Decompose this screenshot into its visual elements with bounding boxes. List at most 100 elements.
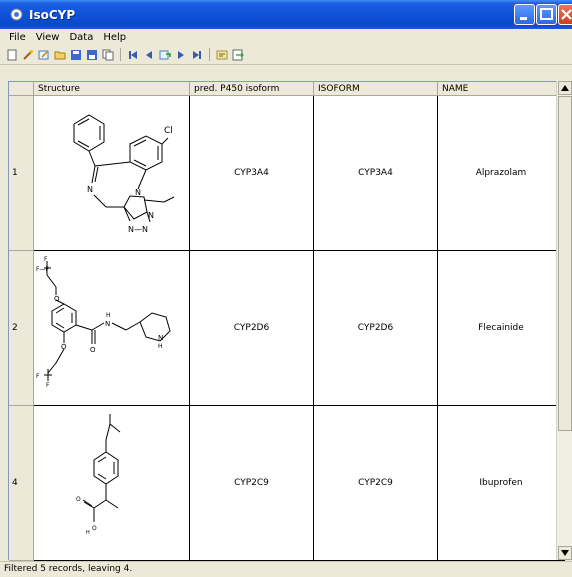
- name-cell[interactable]: Flecainide: [438, 251, 565, 406]
- prev-icon: [146, 50, 152, 59]
- isoform-cell[interactable]: CYP3A4: [314, 96, 438, 251]
- atom-o-carbonyl: O: [90, 346, 96, 354]
- arrow-down-icon: [561, 550, 569, 556]
- last-record-button[interactable]: [191, 49, 203, 61]
- filter-icon: [216, 50, 228, 59]
- save-as-icon: [87, 49, 97, 60]
- phenyl-ring: [73, 114, 105, 152]
- isoform-cell[interactable]: CYP2C9: [314, 406, 438, 561]
- folder-icon: [54, 51, 66, 59]
- save-button[interactable]: [70, 49, 82, 61]
- toolbar-separator: [120, 48, 121, 61]
- name-cell[interactable]: Alprazolam: [438, 96, 565, 251]
- export-button[interactable]: [232, 49, 244, 61]
- vertical-scrollbar[interactable]: [556, 81, 572, 560]
- triazole-ring: [123, 195, 148, 220]
- title-bar[interactable]: IsoCYP: [0, 0, 572, 29]
- structure-cell-alprazolam[interactable]: Cl N N N N—N: [34, 96, 190, 251]
- minimize-button[interactable]: [514, 4, 535, 25]
- isoform-cell[interactable]: CYP2D6: [314, 251, 438, 406]
- atom-h-hydroxyl: H: [86, 530, 90, 536]
- corner-cell: [9, 82, 34, 96]
- last-icon: [193, 50, 201, 59]
- pred-isoform-cell[interactable]: CYP2D6: [190, 251, 314, 406]
- first-record-button[interactable]: [127, 49, 139, 61]
- menu-view[interactable]: View: [35, 31, 60, 43]
- menu-file[interactable]: File: [9, 31, 26, 43]
- row-header-4[interactable]: 4: [9, 406, 34, 561]
- wand-icon: [23, 49, 33, 60]
- name-cell[interactable]: Ibuprofen: [438, 406, 565, 561]
- open-button[interactable]: [54, 49, 66, 61]
- edit-button[interactable]: [38, 49, 50, 61]
- alprazolam-structure: Cl N N N N—N: [73, 114, 175, 234]
- atom-h-ring: H: [158, 343, 163, 350]
- arrow-up-icon: [561, 85, 569, 91]
- atom-o-ether-2: O: [61, 343, 67, 351]
- copy-button[interactable]: [102, 49, 114, 61]
- atom-n-ring: N: [158, 334, 163, 342]
- atom-n2: N: [135, 188, 141, 197]
- status-bar: Filtered 5 records, leaving 4.: [0, 561, 572, 576]
- insert-icon: [159, 50, 171, 59]
- col-header-name[interactable]: NAME: [438, 82, 565, 96]
- scroll-up-button[interactable]: [558, 81, 572, 95]
- edit-icon: [38, 50, 49, 59]
- atom-n1: N: [87, 185, 93, 194]
- maximize-icon: [540, 8, 553, 20]
- save-icon: [71, 49, 81, 60]
- benzene-ring: [93, 451, 119, 485]
- wand-button[interactable]: [22, 49, 34, 61]
- chlorobenzene-ring: [129, 135, 163, 171]
- first-icon: [129, 50, 137, 59]
- structure-cell-flecainide[interactable]: F F—F O O N H N H O F F: [34, 251, 190, 406]
- row-header-2[interactable]: 2: [9, 251, 34, 406]
- new-button[interactable]: [6, 49, 18, 61]
- ibuprofen-structure: O O H: [76, 414, 121, 536]
- data-grid: Structure pred. P450 isoform ISOFORM NAM…: [8, 81, 565, 561]
- atom-f-top-2: F—F: [36, 266, 49, 273]
- toolbar: [0, 45, 572, 65]
- next-icon: [178, 50, 184, 59]
- atom-f-bottom-2: F: [46, 382, 50, 389]
- row-header-1[interactable]: 1: [9, 96, 34, 251]
- new-file-icon: [7, 49, 17, 60]
- atom-n-amide: N: [105, 320, 110, 328]
- close-button[interactable]: [558, 4, 572, 25]
- grid-header: Structure pred. P450 isoform ISOFORM NAM…: [9, 82, 565, 96]
- atom-n3: N: [148, 211, 154, 220]
- insert-record-button[interactable]: [159, 49, 171, 61]
- atom-cl: Cl: [164, 126, 173, 136]
- next-record-button[interactable]: [175, 49, 187, 61]
- close-icon: [561, 9, 572, 20]
- save-as-button[interactable]: [86, 49, 98, 61]
- app-icon: [10, 8, 23, 21]
- toolbar-separator-2: [209, 48, 210, 61]
- menu-help[interactable]: Help: [103, 31, 127, 43]
- menu-bar: File View Data Help: [0, 29, 572, 45]
- atom-f-top: F: [44, 256, 48, 263]
- pred-isoform-cell[interactable]: CYP3A4: [190, 96, 314, 251]
- minimize-icon: [520, 17, 527, 20]
- col-header-structure[interactable]: Structure: [34, 82, 190, 96]
- prev-record-button[interactable]: [143, 49, 155, 61]
- maximize-button[interactable]: [536, 4, 557, 25]
- structure-cell-ibuprofen[interactable]: O O H: [34, 406, 190, 561]
- piperidine-ring: [139, 312, 171, 342]
- window-title: IsoCYP: [29, 7, 76, 22]
- pred-isoform-cell[interactable]: CYP2C9: [190, 406, 314, 561]
- atom-o-carbonyl: O: [76, 496, 81, 503]
- flecainide-structure: F F—F O O N H N H O F F: [36, 256, 171, 389]
- atom-f-bottom: F: [36, 373, 40, 380]
- col-header-isoform[interactable]: ISOFORM: [314, 82, 438, 96]
- atom-h-amide: H: [106, 312, 111, 319]
- export-icon: [232, 49, 244, 60]
- atom-n4: N—N: [128, 225, 148, 234]
- col-header-pred-isoform[interactable]: pred. P450 isoform: [190, 82, 314, 96]
- copy-icon: [102, 49, 114, 60]
- scroll-down-button[interactable]: [558, 546, 572, 560]
- menu-data[interactable]: Data: [69, 31, 94, 43]
- filter-button[interactable]: [216, 49, 228, 61]
- scroll-thumb[interactable]: [558, 96, 572, 431]
